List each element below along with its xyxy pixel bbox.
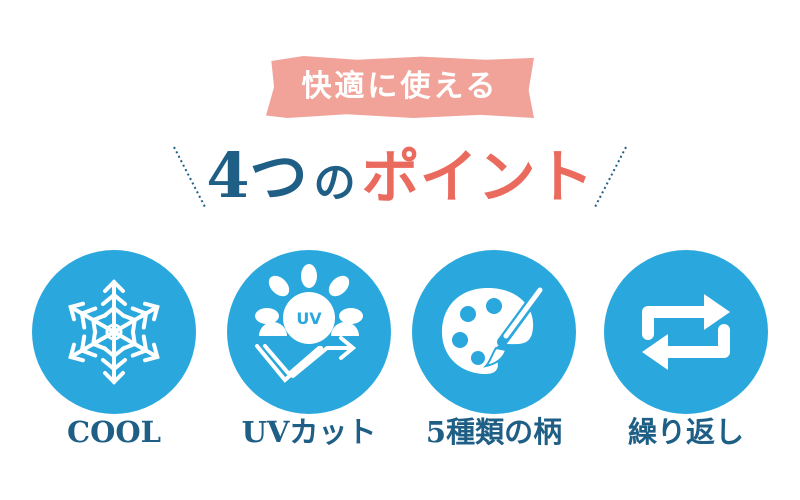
uv-icon-text: UV — [296, 309, 322, 328]
headline-particle: の — [313, 158, 356, 207]
point-cool: COOL — [32, 250, 196, 450]
point-patterns: 5種類の柄 — [412, 250, 576, 450]
point-uv-label: UVカット — [241, 415, 377, 449]
repeat-arrows-icon — [642, 294, 730, 370]
point-repeat-circle — [604, 250, 768, 414]
point-patterns-circle — [412, 250, 576, 414]
banner-label: 快適に使える — [301, 69, 499, 104]
point-uv-circle: UV — [227, 250, 391, 414]
palette-brush-icon — [442, 285, 545, 374]
headline: 4つのポイント — [0, 134, 800, 218]
point-cool-circle — [32, 250, 196, 414]
headline-number: 4 — [206, 139, 250, 212]
headline-highlight: ポイント — [361, 143, 594, 211]
point-patterns-label: 5種類の柄 — [425, 415, 563, 449]
headline-counter: つ — [249, 143, 308, 211]
uv-sun-icon: UV — [255, 264, 363, 383]
point-uv: UV UVカット — [227, 250, 391, 450]
dotted-slash-left-icon — [173, 146, 207, 210]
point-repeat: 繰り返し — [604, 250, 768, 450]
point-cool-label: COOL — [67, 415, 161, 449]
banner-background — [266, 56, 534, 118]
snowflake-icon — [63, 279, 165, 384]
point-repeat-label: 繰り返し — [627, 415, 744, 449]
dotted-slash-right-icon — [593, 146, 627, 210]
